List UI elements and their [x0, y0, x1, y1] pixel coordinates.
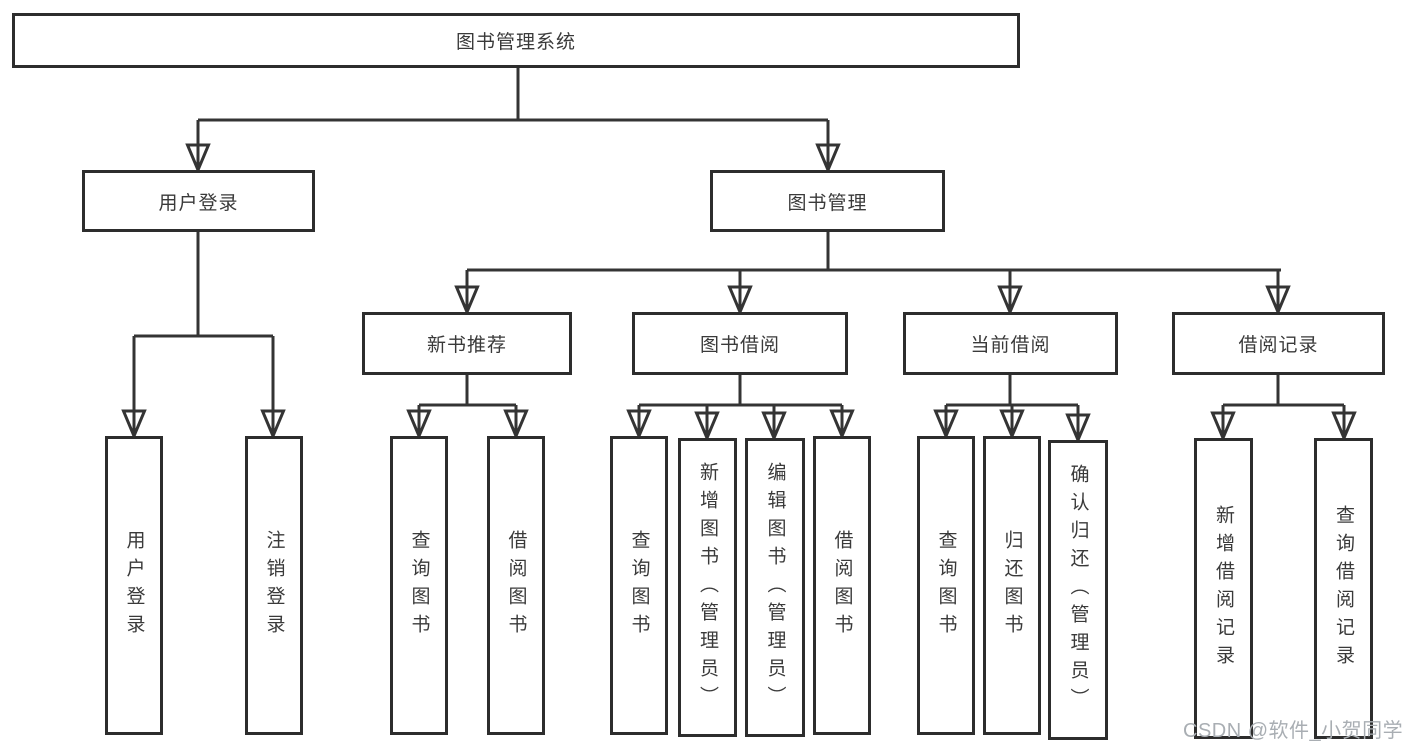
node-label: 图书管理: [787, 192, 868, 214]
node-borrowing-records: 借阅记录: [1172, 312, 1385, 375]
node-label: 用户登录: [123, 529, 145, 642]
node-label: 注销登录: [263, 529, 285, 642]
node-label: 新增借阅记录: [1213, 504, 1234, 673]
node-label: 图书管理系统: [455, 32, 576, 53]
node-label: 确认归还（管理员）: [1067, 464, 1089, 716]
node-add-borrow-record: 新增借阅记录: [1194, 438, 1253, 739]
node-new-book-recommendation: 新书推荐: [362, 312, 572, 375]
node-label: 新增图书（管理员）: [697, 461, 718, 714]
node-label: 编辑图书（管理员）: [764, 461, 786, 714]
node-label: 用户登录: [158, 192, 239, 214]
connector-book-borrowing-children: [626, 375, 855, 442]
watermark-text: CSDN @软件_小贺同学: [1183, 720, 1404, 742]
node-borrow-books: 借阅图书: [813, 436, 871, 735]
node-label: 借阅记录: [1238, 335, 1319, 356]
connector-book-management-children: [454, 232, 1291, 316]
connector-new-book-recommendation-children: [406, 375, 529, 440]
node-query-borrow-record: 查询借阅记录: [1314, 438, 1373, 739]
connector-borrowing-records-children: [1210, 375, 1357, 442]
node-label: 图书借阅: [699, 335, 780, 356]
node-current-borrowing: 当前借阅: [903, 312, 1118, 375]
connector-user-login-children: [121, 232, 286, 440]
node-confirm-return-admin: 确认归还（管理员）: [1048, 440, 1108, 740]
node-book-management: 图书管理: [710, 170, 945, 232]
node-label: 当前借阅: [970, 335, 1051, 356]
node-add-books-admin: 新增图书（管理员）: [678, 438, 737, 737]
node-label: 查询图书: [935, 529, 957, 642]
node-label: 查询图书: [408, 529, 430, 642]
node-book-borrowing: 图书借阅: [632, 312, 848, 375]
node-label: 借阅图书: [505, 529, 527, 642]
node-return-books: 归还图书: [983, 436, 1041, 735]
node-label: 查询借阅记录: [1333, 504, 1354, 673]
node-label: 新书推荐: [426, 335, 507, 356]
node-user-login: 用户登录: [82, 170, 315, 232]
node-edit-books-admin: 编辑图书（管理员）: [745, 438, 805, 737]
node-query-books-borrowing: 查询图书: [610, 436, 668, 735]
node-label: 归还图书: [1001, 529, 1023, 642]
node-label: 借阅图书: [831, 529, 853, 642]
node-user-login-leaf: 用户登录: [105, 436, 163, 735]
node-borrow-books-recommend: 借阅图书: [487, 436, 545, 735]
connector-current-borrowing-children: [933, 375, 1091, 444]
node-system-root: 图书管理系统: [12, 13, 1020, 68]
node-query-books-recommend: 查询图书: [390, 436, 448, 735]
node-label: 查询图书: [628, 529, 650, 642]
connector-root-to-level2: [185, 68, 841, 174]
node-query-books-current: 查询图书: [917, 436, 975, 735]
node-logout: 注销登录: [245, 436, 303, 735]
